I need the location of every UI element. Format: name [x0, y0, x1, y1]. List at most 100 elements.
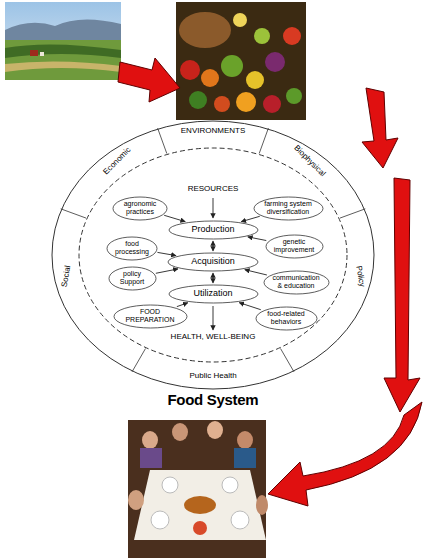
- sector-label: Biophysical: [291, 144, 326, 179]
- landscape-sky: [5, 2, 121, 80]
- core-ellipse: Production: [168, 220, 259, 240]
- node-outline-shape: [109, 267, 156, 290]
- sector-divider: [281, 349, 295, 372]
- activity-ellipse: FOOD PREPARATION: [113, 304, 188, 329]
- flow-line: [213, 198, 214, 218]
- dinner-photo: [128, 420, 266, 558]
- produce-pepper: [283, 27, 301, 45]
- node-label: FOOD PREPARATION: [123, 308, 178, 323]
- flow-arrow: [362, 88, 398, 168]
- dinner-turkey: [184, 496, 216, 514]
- activity-ellipse: farming system diversification: [253, 196, 324, 221]
- connector-arrow: [213, 241, 214, 251]
- connector-arrow: [245, 270, 267, 275]
- sector-divider: [132, 349, 146, 372]
- environment-circle: ENVIRONMENTSRESOURCESHEALTH, WELL-BEINGa…: [51, 120, 375, 390]
- dinner-plate: [151, 511, 169, 529]
- sector-divider: [259, 128, 268, 153]
- node-label: food-related behaviors: [263, 310, 309, 325]
- node-label: food processing: [113, 240, 151, 255]
- connector-arrow: [213, 273, 214, 283]
- landscape-house: [40, 52, 44, 56]
- landscape-field-strip: [5, 61, 121, 72]
- activity-ellipse: agronomic practices: [112, 196, 168, 221]
- sector-label: Public Health: [190, 372, 237, 381]
- node-label: agronomic practices: [120, 200, 161, 215]
- node-label: genetic improvement: [273, 238, 316, 253]
- produce-carrot: [214, 96, 230, 112]
- activity-ellipse: food processing: [106, 236, 158, 261]
- produce-corn: [233, 13, 247, 27]
- produce-basket: [179, 12, 231, 48]
- node-outline-shape: [266, 235, 323, 258]
- flow-line: [213, 306, 214, 330]
- node-outline-shape: [113, 197, 167, 220]
- produce-cherry: [263, 95, 281, 113]
- dinner-plate: [231, 511, 249, 529]
- node-outline-shape: [114, 305, 187, 328]
- produce-photo: [176, 2, 306, 120]
- dinner-plate: [162, 477, 178, 493]
- connector-arrow: [157, 252, 176, 255]
- produce-lime: [286, 88, 302, 104]
- node-outline-shape: [254, 197, 323, 220]
- landscape-fields: [5, 40, 121, 80]
- dinner-plate: [222, 477, 238, 493]
- produce-cabbage: [221, 55, 243, 77]
- node-label: communication & education: [272, 274, 321, 289]
- sector-divider: [61, 209, 86, 218]
- activity-ellipse: food-related behaviors: [255, 306, 318, 331]
- connector-arrow: [156, 269, 178, 273]
- ring-heading: HEALTH, WELL-BEING: [171, 333, 256, 342]
- node-label: farming system diversification: [262, 200, 314, 215]
- dinner-person: [237, 431, 253, 449]
- connector-arrow: [177, 303, 188, 307]
- dinner-person: [142, 431, 158, 449]
- node-outline-shape: [256, 307, 317, 330]
- dinner-dish: [193, 521, 207, 535]
- connector-arrow: [164, 215, 185, 221]
- produce-grapes: [265, 52, 285, 72]
- node-outline-shape: [169, 221, 258, 239]
- dinner-table: [134, 470, 266, 540]
- core-ellipse: Utilization: [168, 284, 259, 304]
- activity-ellipse: communication & education: [263, 270, 330, 295]
- node-label: Acquisition: [179, 257, 247, 267]
- node-label: policy Support: [114, 270, 150, 285]
- dinner-person: [128, 490, 144, 510]
- dinner-person-body: [140, 448, 162, 468]
- dinner-person: [256, 495, 268, 515]
- node-outline-shape: [107, 237, 157, 260]
- flow-arrow: [118, 58, 180, 102]
- node-outline-shape: [79, 148, 347, 362]
- node-label: Utilization: [180, 289, 247, 299]
- node-outline-shape: [168, 253, 258, 271]
- produce-squash: [236, 92, 256, 112]
- core-ellipse: Acquisition: [167, 252, 259, 272]
- activity-ellipse: genetic improvement: [265, 234, 324, 259]
- produce-apple: [254, 28, 270, 44]
- produce-tomato: [180, 60, 200, 80]
- landscape-mountains: [5, 19, 121, 42]
- sector-label: Policy: [353, 265, 365, 288]
- caption: Food System: [168, 392, 259, 409]
- landscape-barn: [30, 50, 38, 56]
- flow-arrow: [268, 402, 422, 506]
- flow-arrow: [384, 178, 420, 412]
- ring-heading: RESOURCES: [188, 185, 239, 194]
- dinner-person-body: [234, 448, 256, 468]
- node-label: Production: [180, 225, 247, 235]
- connector-arrow: [239, 303, 261, 310]
- produce-orange: [201, 69, 219, 87]
- connector-arrow: [248, 237, 266, 241]
- node-outline-shape: [169, 285, 258, 303]
- dinner-person: [207, 421, 223, 439]
- produce-lemon: [246, 71, 264, 89]
- node-outline-shape: [264, 271, 329, 294]
- sector-divider: [158, 128, 167, 153]
- connector-arrow: [241, 216, 260, 221]
- dinner-person: [172, 423, 188, 441]
- sector-divider: [340, 209, 365, 218]
